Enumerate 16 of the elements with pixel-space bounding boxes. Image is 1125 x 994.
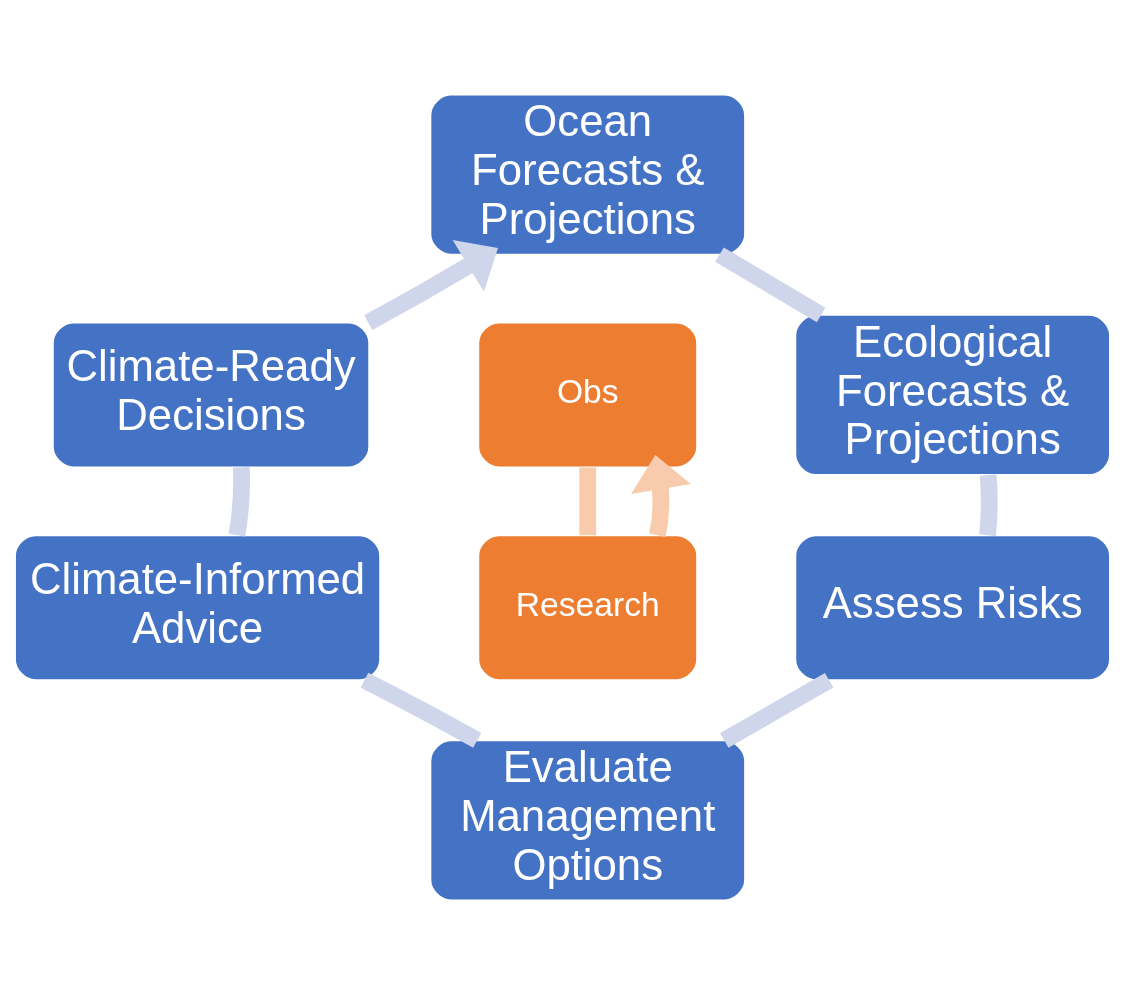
- connector: [228, 466, 250, 536]
- connector: [579, 467, 597, 535]
- connector: [360, 672, 482, 748]
- node-box: Ocean Forecasts & Projections: [429, 93, 746, 255]
- arrow: [364, 239, 498, 330]
- node-box: Climate-Informed Advice: [14, 534, 381, 681]
- connector: [979, 474, 998, 536]
- node-box: Evaluate Management Options: [429, 739, 746, 901]
- node-box: Assess Risks: [794, 534, 1111, 681]
- arrow: [631, 454, 691, 537]
- node-box: Climate-Ready Decisions: [52, 321, 370, 468]
- connector: [720, 672, 834, 748]
- connector: [715, 246, 826, 322]
- node-box: Research: [477, 534, 698, 681]
- node-box: Obs: [477, 321, 698, 468]
- node-box: Ecological Forecasts & Projections: [794, 313, 1111, 476]
